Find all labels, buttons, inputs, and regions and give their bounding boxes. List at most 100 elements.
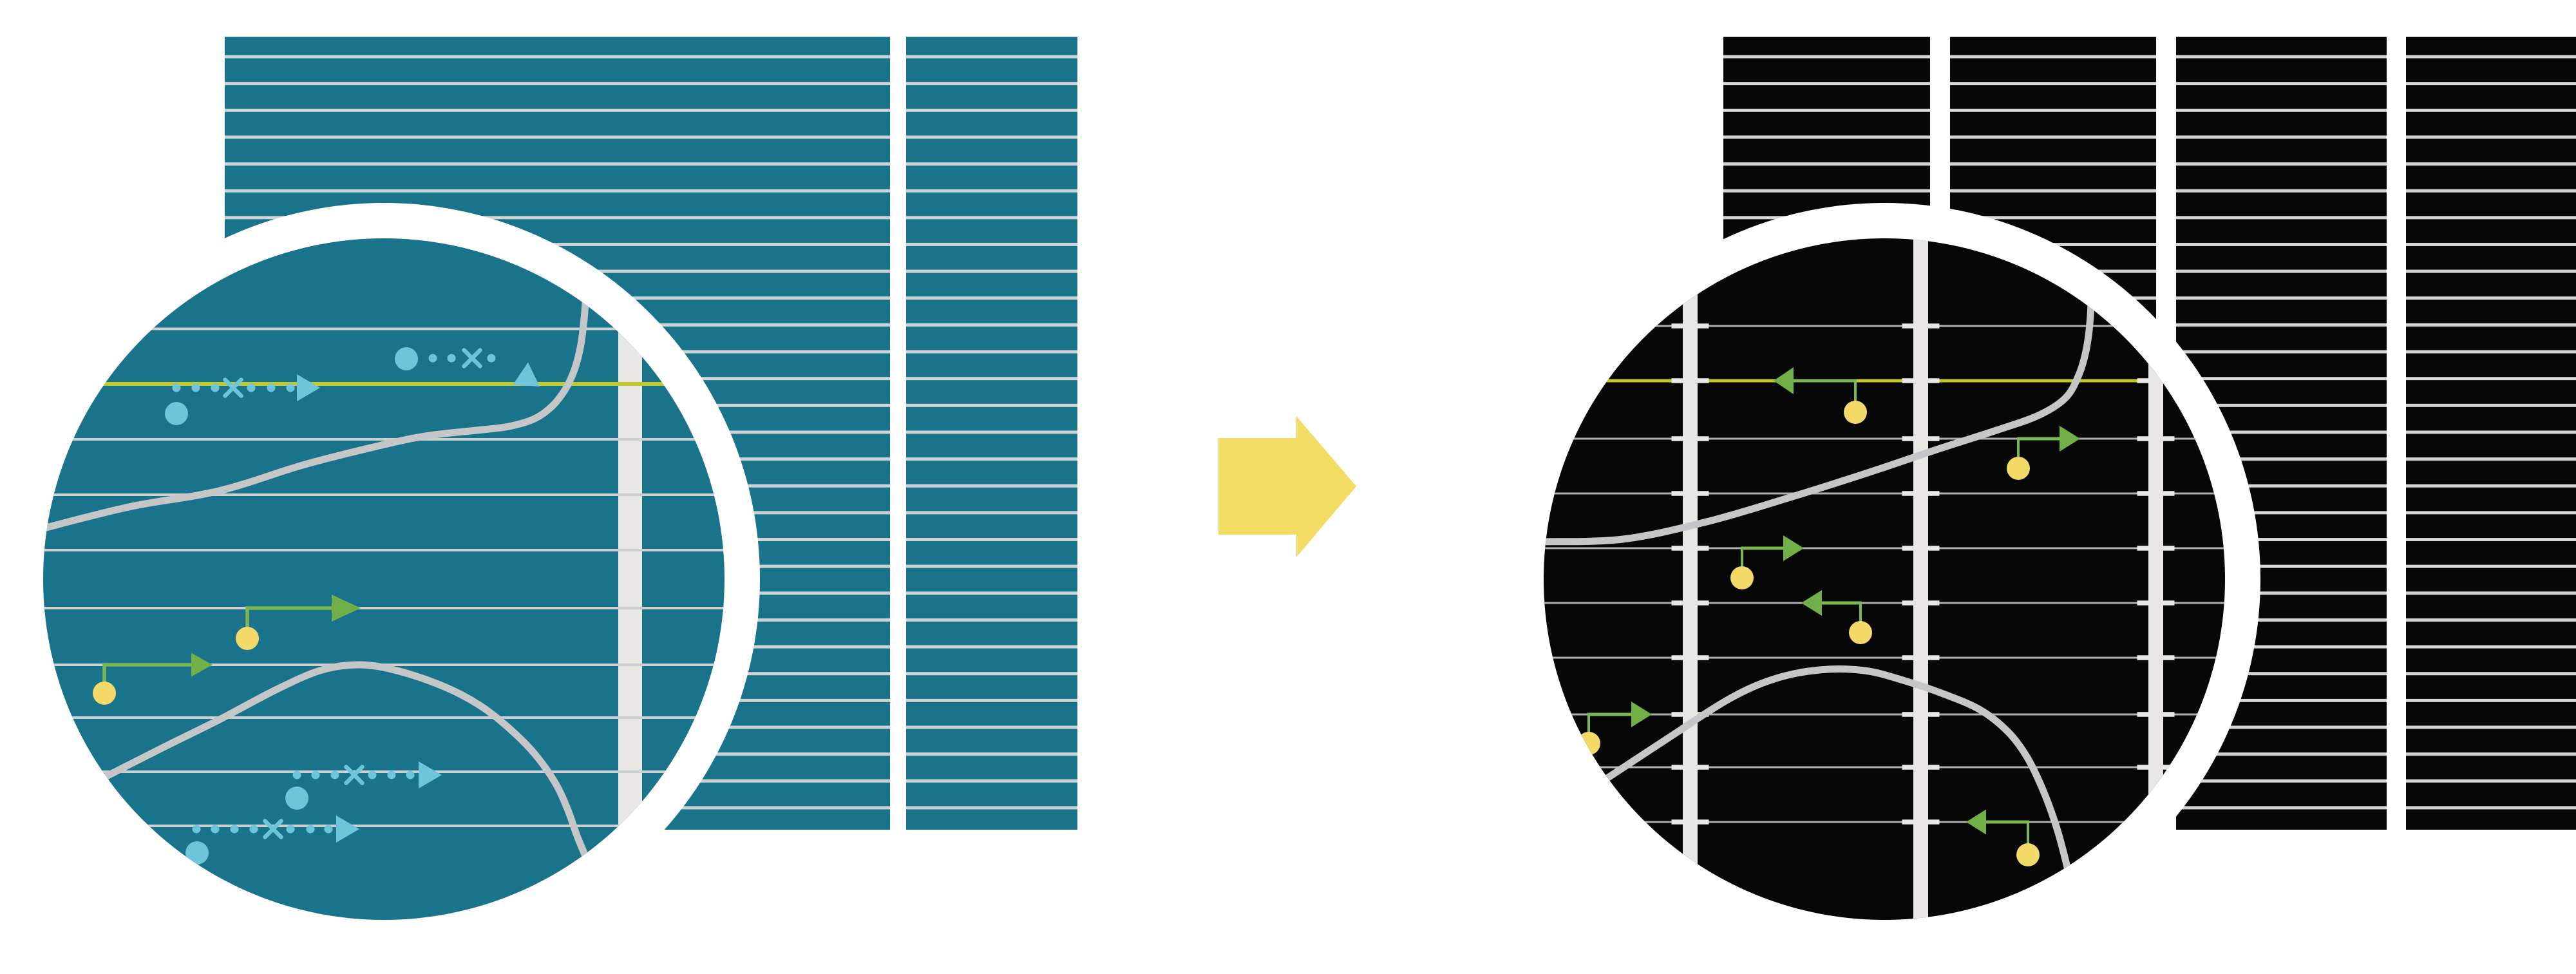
right-lens-finger [1544,325,2225,327]
right-cell-finger [2176,135,2387,139]
right-lens-solder-pad [1671,378,1709,383]
carrier-dot-yellow [1730,566,1754,589]
trail-dot [330,770,339,779]
right-lens-solder-pad [2137,546,2175,551]
trail-dot [387,770,396,779]
right-lens-grain-boundary-2 [1598,665,2075,885]
collection-path [2018,437,2060,441]
right-cell-finger [2406,403,2576,407]
left-cell-finger [906,108,1077,112]
conventional-cell-magnifier [8,203,760,955]
trail-dot [447,354,456,363]
right-cell-finger [2406,672,2576,676]
collection-path [1588,712,1632,716]
trail-arrowhead-icon [419,761,442,788]
collection-stem [1854,379,1857,412]
right-cell-finger [2406,162,2576,166]
collection-arrowhead-icon [191,653,213,677]
right-lens-finger [1544,766,2225,769]
left-cell-finger [906,591,1077,595]
electron-trail-upper-right [395,347,540,387]
right-lens-finger [1544,547,2225,549]
right-cell-finger [2406,779,2576,783]
left-lens-collection-arrow-1 [236,595,361,650]
right-lens-solder-pad [1671,655,1709,660]
left-cell-finger [906,457,1077,461]
left-cell-finger [225,108,890,112]
left-cell-finger [906,377,1077,381]
right-cell-finger [2176,645,2387,649]
right-lens-solder-pad [1902,546,1940,551]
left-lens-highlighted-finger [43,382,724,386]
right-lens-solder-pad [1902,491,1940,496]
right-cell-finger [1950,108,2156,112]
left-cell-finger [906,162,1077,166]
left-cell-finger [906,538,1077,542]
right-cell-finger [1950,55,2156,59]
collection-stem [2017,437,2020,468]
right-cell-finger [2406,698,2576,702]
left-cell-finger [225,135,890,139]
trail-dot [267,383,276,392]
left-lens-finger [43,716,724,719]
left-cell-finger [906,618,1077,622]
trail-arrowhead-icon [513,362,540,387]
right-cell-finger [2406,269,2576,273]
right-lens-solder-pad [2137,378,2175,383]
right-cell-finger [2176,55,2387,59]
right-lens-collection-arrow-2 [2007,426,2080,480]
right-cell-finger [2176,591,2387,595]
right-cell-finger [2406,135,2576,139]
right-lens-solder-pad [2137,655,2175,660]
right-lens-grain-boundary-1 [1544,276,2096,546]
right-lens-collection-arrow-3 [1730,535,1804,589]
upgrade-direction-arrow [1218,416,1356,557]
trail-arrowhead-icon [297,374,320,401]
right-lens-disc [1544,238,2225,920]
right-cell-finger [1950,135,2156,139]
right-cell-finger [2176,377,2387,381]
electron-trail-lower-mid [285,761,442,810]
right-cell-finger [2406,538,2576,542]
trail-dot [428,354,437,363]
right-cell-finger [2176,511,2387,515]
right-cell-finger [2176,457,2387,461]
right-cell-finger [2406,430,2576,434]
right-lens-solder-pad [1902,323,1940,329]
trail-dot [368,770,377,779]
trail-dot [247,383,256,392]
right-cell-finger [1723,82,1930,86]
trail-dot [192,825,201,834]
right-lens-solder-pad [1671,765,1709,770]
left-lens-finger [43,549,724,551]
trail-dot [211,825,220,834]
right-lens-busbar [1913,238,1928,920]
trail-dot [487,354,496,363]
recombination-x-icon [263,819,283,839]
right-cell-finger [2406,55,2576,59]
right-lens-solder-pad [1902,436,1940,441]
right-cell-finger [2406,242,2576,246]
trail-dot [249,825,258,834]
left-cell-finger [906,806,1077,810]
right-lens-solder-pad [1902,655,1940,660]
right-cell-finger [2406,511,2576,515]
right-cell-finger [2176,162,2387,166]
right-lens-solder-pad [1902,600,1940,606]
right-cell-finger [1950,216,2156,220]
right-cell-finger [2176,618,2387,622]
right-cell-finger [1723,162,1930,166]
right-lens-finger [1544,492,2225,495]
right-cell-finger [1950,189,2156,193]
collection-arrowhead-icon [1631,702,1652,727]
left-cell-finger [225,55,890,59]
right-lens-finger [1544,656,2225,659]
right-cell-finger [2176,806,2387,810]
right-lens-solder-pad [2137,765,2175,770]
collection-stem [1587,712,1590,743]
left-lens-finger [43,327,724,330]
right-cell-finger [2406,645,2576,649]
collection-stem [245,606,249,638]
right-lens-solder-pad [2137,491,2175,496]
